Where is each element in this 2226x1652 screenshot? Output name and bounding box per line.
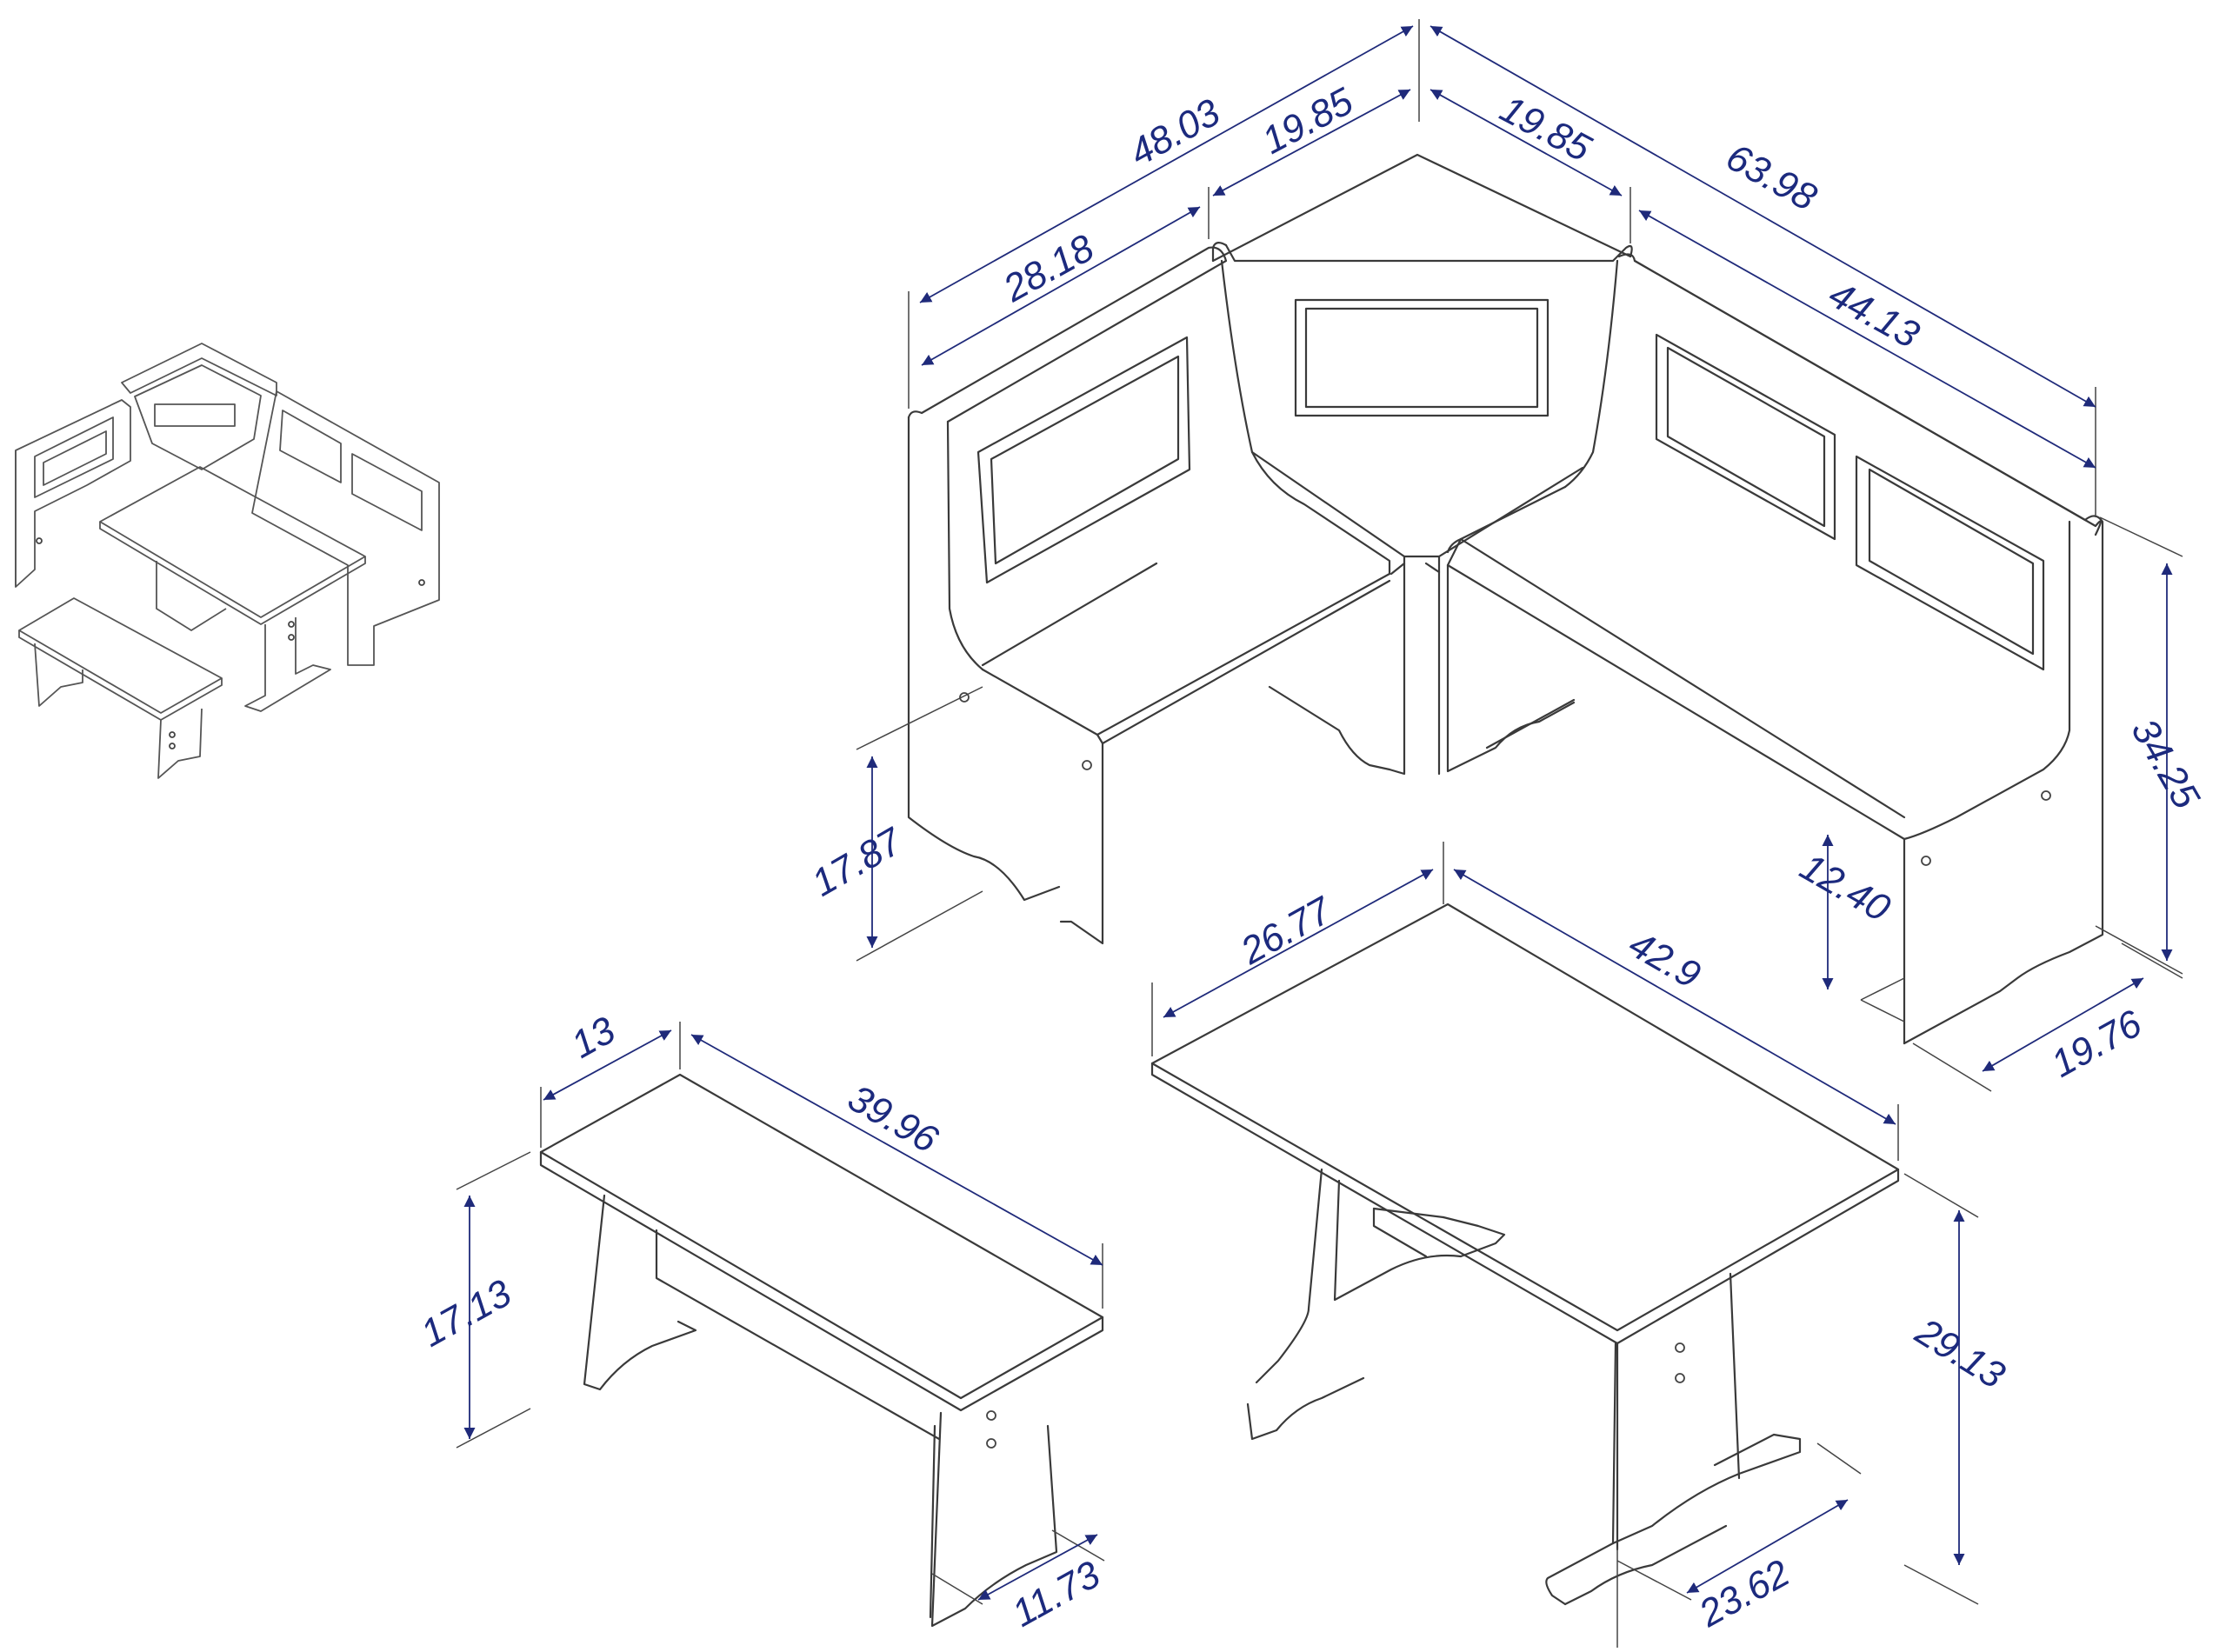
label-corner-depth: 19.76 <box>2044 1002 2149 1085</box>
label-corner-right-seat: 44.13 <box>1822 273 1927 356</box>
dim-line-13 <box>543 1029 672 1101</box>
label-table-length: 42.9 <box>1622 923 1708 996</box>
label-corner-total-left: 48.03 <box>1123 90 1228 174</box>
label-corner-left-seat-height: 17.87 <box>805 819 910 904</box>
label-corner-left-seat: 28.18 <box>996 226 1101 310</box>
label-table-base-depth: 23.62 <box>1691 1552 1796 1636</box>
dim-line-39-96 <box>690 1034 1103 1266</box>
label-bench-width: 13 <box>564 1009 623 1067</box>
thumbnail-overview <box>15 343 440 779</box>
dim-line-19-76 <box>1982 977 2144 1072</box>
label-corner-back-height: 34.25 <box>2123 712 2208 816</box>
dim-line-19-85-left <box>1212 89 1411 197</box>
dim-line-11-73 <box>977 1534 1098 1601</box>
corner-bench-drawing <box>907 153 2104 1045</box>
dim-line-63-98 <box>1430 25 2096 408</box>
label-bench-base-depth: 11.73 <box>1005 1553 1108 1635</box>
dim-line-23-62 <box>1686 1499 1849 1594</box>
label-corner-right-seat-height: 12.40 <box>1793 845 1897 930</box>
label-corner-total-right: 63.98 <box>1719 136 1824 219</box>
dim-line-28-18 <box>921 206 1201 366</box>
dim-line-44-13 <box>1638 210 2096 469</box>
label-corner-right-corner: 19.85 <box>1493 88 1598 170</box>
dim-line-42-9 <box>1453 869 1896 1125</box>
label-bench-length: 39.96 <box>841 1076 945 1162</box>
bench-drawing <box>539 1073 1104 1628</box>
dimension-lines <box>456 19 2183 1648</box>
label-bench-height: 17.13 <box>414 1271 519 1355</box>
label-table-width: 26.77 <box>1233 889 1339 973</box>
label-corner-left-corner: 19.85 <box>1256 80 1361 163</box>
table-drawing <box>1150 903 1900 1606</box>
label-table-height: 29.13 <box>1908 1309 2013 1397</box>
dim-line-26-77 <box>1163 869 1434 1018</box>
